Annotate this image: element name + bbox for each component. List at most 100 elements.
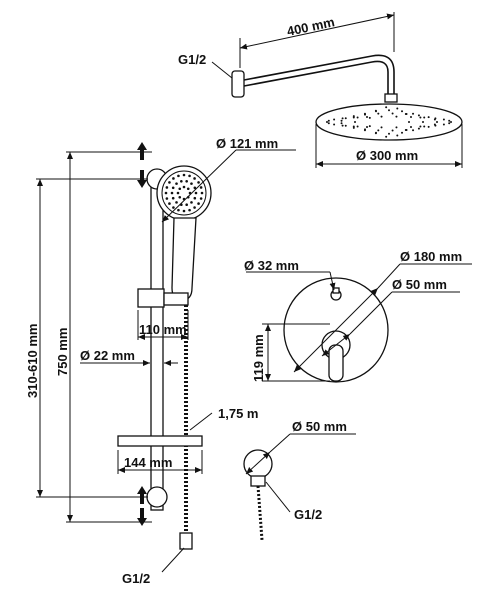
nozzle-dot: [408, 121, 410, 123]
mixer-small-diameter-label: Ø 32 mm: [244, 258, 299, 273]
nozzle-dot: [385, 106, 388, 109]
nozzle-dot: [171, 186, 175, 190]
nozzle-dot: [363, 112, 366, 115]
nozzle-dot: [427, 125, 430, 128]
concealed-mixer: Ø 32 mm Ø 180 mm Ø 50 mm 119 mm: [244, 249, 472, 383]
nozzle-dot: [200, 191, 204, 195]
nozzle-dot: [374, 132, 377, 135]
nozzle-dot: [417, 127, 420, 130]
nozzle-dot: [401, 131, 404, 134]
nozzle-dot: [193, 196, 197, 200]
head-nozzles: [326, 106, 452, 138]
nozzle-dot: [419, 125, 422, 128]
height-adjust-bottom-icon: [137, 486, 147, 526]
nozzle-dot: [193, 177, 196, 180]
nozzle-dot: [164, 191, 168, 195]
nozzle-dot: [450, 121, 452, 123]
hose-length-label: 1,75 m: [218, 406, 258, 421]
nozzle-dot: [188, 208, 191, 212]
arm-length-label: 400 mm: [286, 14, 336, 39]
shower-arm: [243, 54, 395, 96]
nozzle-dot: [380, 126, 383, 129]
nozzle-dot: [388, 109, 390, 112]
nozzle-dot: [171, 196, 175, 200]
nozzle-dot: [197, 181, 200, 184]
nozzle-dot: [368, 116, 371, 119]
nozzle-dot: [188, 174, 191, 178]
nozzle-dot: [340, 122, 343, 125]
nozzle-dot: [340, 119, 343, 122]
nozzle-dot: [333, 118, 336, 121]
nozzle-dot: [326, 121, 328, 123]
nozzle-dot: [177, 174, 180, 178]
nozzle-dot: [344, 117, 347, 120]
nozzle-dot: [190, 182, 193, 185]
wall-outlet: Ø 50 mm G1/2: [243, 419, 356, 541]
nozzle-dot: [197, 202, 200, 205]
nozzle-dot: [182, 173, 186, 177]
nozzle-dot: [436, 121, 438, 123]
adjust-range-label: 310-610 mm: [25, 324, 40, 398]
nozzle-dot: [409, 126, 412, 129]
nozzle-dot: [177, 208, 180, 212]
nozzle-dot: [363, 129, 366, 132]
outlet-hose: [256, 485, 264, 541]
rail-length-label: 750 mm: [55, 328, 70, 376]
nozzle-dot: [172, 206, 175, 209]
outlet-thread-label: G1/2: [294, 507, 322, 522]
nozzle-dot: [433, 118, 436, 121]
nozzle-dot: [377, 129, 380, 132]
nozzle-dot: [180, 180, 183, 183]
nozzle-dot: [168, 181, 171, 184]
nozzle-dot: [352, 115, 355, 118]
outlet-diameter-label: Ø 50 mm: [292, 419, 347, 434]
nozzle-dot: [327, 122, 330, 125]
nozzle-dot: [344, 124, 347, 127]
hand-shower-handle: [171, 217, 197, 301]
rain-shower-head: [315, 103, 463, 141]
nozzle-dot: [385, 135, 388, 138]
nozzle-dot: [427, 116, 430, 119]
nozzle-dot: [391, 129, 394, 132]
nozzle-dot: [186, 187, 190, 191]
nozzle-dot: [417, 114, 420, 117]
nozzle-dot: [412, 112, 415, 115]
nozzle-dot: [182, 209, 186, 213]
nozzle-dot: [185, 203, 188, 206]
nozzle-dot: [185, 180, 188, 183]
nozzle-dot: [170, 191, 174, 195]
nozzle-dot: [409, 115, 412, 118]
hand-shower-diameter-label: Ø 121 mm: [216, 136, 278, 151]
nozzle-dot: [433, 123, 436, 126]
nozzle-dot: [422, 121, 424, 123]
nozzle-dot: [396, 134, 399, 137]
nozzle-dot: [175, 182, 178, 185]
nozzle-dot: [172, 177, 175, 180]
shower-rail-set: 310-610 mm 750 mm Ø 121 mm 110 mm Ø 22 m…: [25, 136, 296, 586]
shelf-width-label: 144 mm: [124, 455, 172, 470]
slider-holder: [137, 288, 165, 308]
nozzle-dot: [412, 129, 415, 132]
nozzle-dot: [168, 202, 171, 205]
nozzle-dot: [354, 121, 356, 123]
nozzle-dot: [175, 201, 178, 204]
holder-depth-label: 110 mm: [139, 322, 187, 337]
nozzle-dot: [401, 110, 404, 113]
nozzle-dot: [178, 187, 182, 191]
nozzle-dot: [356, 116, 359, 119]
nozzle-dot: [391, 112, 394, 115]
nozzle-dot: [395, 115, 398, 118]
nozzle-dot: [366, 115, 369, 118]
nozzle-dot: [442, 118, 445, 121]
arm-length-dimension: [239, 13, 395, 50]
nozzle-dot: [178, 195, 182, 199]
nozzle-dot: [327, 119, 330, 122]
nozzle-dot: [199, 197, 203, 200]
nozzle-dot: [404, 112, 407, 115]
nozzle-dot: [368, 125, 371, 128]
nozzle-dot: [423, 116, 426, 119]
nozzle-dot: [448, 119, 451, 122]
arm-thread-label: G1/2: [178, 52, 206, 67]
nozzle-dot: [366, 126, 369, 129]
